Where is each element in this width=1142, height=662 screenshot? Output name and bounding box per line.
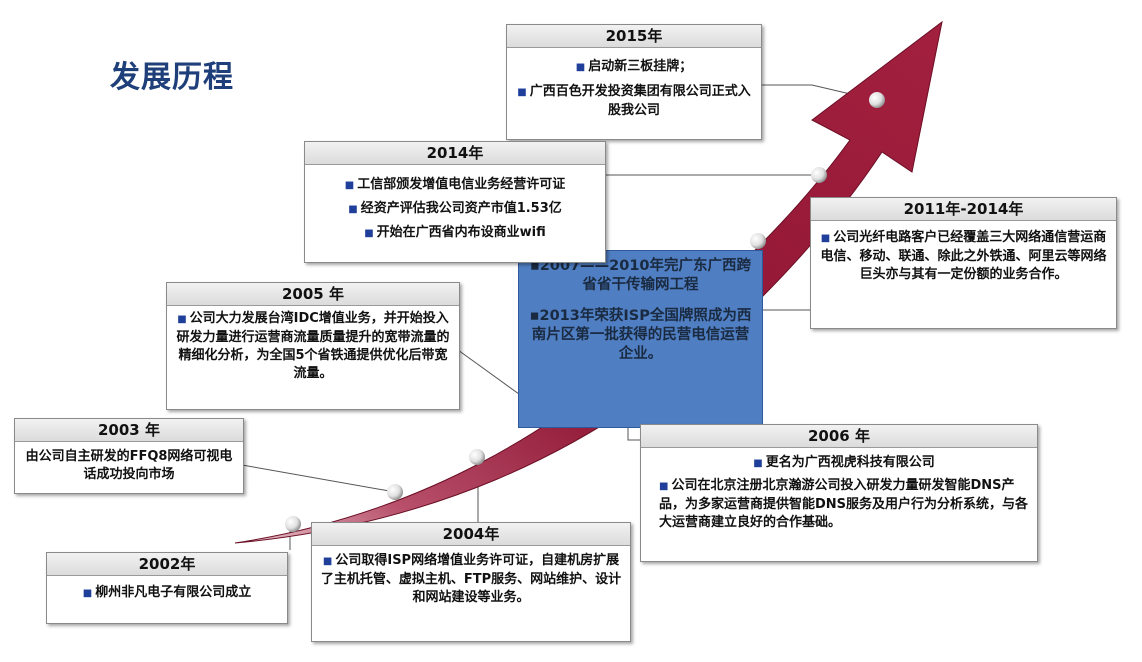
milestone-item: 经资产评估我公司资产市值1.53亿 xyxy=(360,201,562,216)
bullet-icon: ■ xyxy=(322,556,333,567)
milestone-year: 2006 年 xyxy=(641,425,1037,448)
milestone-item: 工信部颁发增值电信业务经营许可证 xyxy=(357,177,566,192)
bullet-icon: ■ xyxy=(659,481,669,492)
bullet-icon: ■ xyxy=(177,314,187,325)
milestone-item: 柳州非凡电子有限公司成立 xyxy=(95,585,252,600)
milestone-item: 更名为广西视虎科技有限公司 xyxy=(765,455,935,470)
dot-2011 xyxy=(750,233,766,249)
page-title: 发展历程 xyxy=(110,60,234,95)
milestone-year: 2005 年 xyxy=(167,283,459,306)
milestone-year: 2011年-2014年 xyxy=(811,198,1116,221)
milestone-2006: 2006 年 ■更名为广西视虎科技有限公司 ■公司在北京注册北京瀚游公司投入研发… xyxy=(640,424,1038,562)
milestone-2005: 2005 年 ■公司大力发展台湾IDC增值业务，并开始投入研发力量进行运营商流量… xyxy=(166,282,460,410)
bullet-icon: ■ xyxy=(348,204,358,215)
milestone-2014: 2014年 ■工信部颁发增值电信业务经营许可证 ■经资产评估我公司资产市值1.5… xyxy=(304,141,606,263)
bullet-icon: ■ xyxy=(753,458,763,469)
milestone-item: 广西百色开发投资集团有限公司正式入股我公司 xyxy=(529,84,751,118)
milestone-2003: 2003 年 由公司自主研发的FFQ8网络可视电话成功投向市场 xyxy=(14,418,244,494)
bullet-icon: ■ xyxy=(364,228,374,239)
center-line-2: ▪2013年荣获ISP全国牌照成为西南片区第一批获得的民营电信运营企业。 xyxy=(529,308,752,362)
milestone-2015: 2015年 ■启动新三板挂牌； ■广西百色开发投资集团有限公司正式入股我公司 xyxy=(506,24,762,140)
growth-arrow xyxy=(234,20,943,544)
milestone-item: 公司大力发展台湾IDC增值业务，并开始投入研发力量进行运营商流量质量提升的宽带流… xyxy=(176,311,450,381)
dot-2004 xyxy=(469,449,485,465)
bullet-icon: ■ xyxy=(82,588,93,599)
milestone-2004: 2004年 ■公司取得ISP网络增值业务许可证，自建机房扩展了主机托管、虚拟主机… xyxy=(311,522,631,642)
milestone-year: 2014年 xyxy=(305,142,605,165)
bullet-icon: ■ xyxy=(344,180,355,191)
dot-2003 xyxy=(387,484,403,500)
center-highlight-box: ▪2007——2010年完广东广西跨省省干传输网工程 ▪2013年荣获ISP全国… xyxy=(518,250,763,428)
milestone-year: 2015年 xyxy=(507,25,761,48)
milestone-item: 公司在北京注册北京瀚游公司投入研发力量研发智能DNS产品，为多家运营商提供智能D… xyxy=(659,478,1029,530)
milestone-year: 2004年 xyxy=(312,523,630,546)
milestone-2002: 2002年 ■柳州非凡电子有限公司成立 xyxy=(46,552,288,624)
milestone-item: 由公司自主研发的FFQ8网络可视电话成功投向市场 xyxy=(25,449,233,482)
dot-2002 xyxy=(285,516,301,532)
milestone-2011-2014: 2011年-2014年 ■公司光纤电路客户已经覆盖三大网络通信营运商电信、移动、… xyxy=(810,197,1117,329)
milestone-year: 2003 年 xyxy=(15,419,243,442)
dot-2014 xyxy=(811,167,827,183)
bullet-icon: ■ xyxy=(517,87,527,98)
milestone-item: 开始在广西省内布设商业wifi xyxy=(376,225,546,240)
bullet-icon: ■ xyxy=(820,233,831,244)
milestone-item: 公司取得ISP网络增值业务许可证，自建机房扩展了主机托管、虚拟主机、FTP服务、… xyxy=(320,553,622,605)
milestone-item: 启动新三板挂牌； xyxy=(588,59,693,74)
bullet-icon: ■ xyxy=(575,62,586,73)
milestone-year: 2002年 xyxy=(47,553,287,576)
milestone-item: 公司光纤电路客户已经覆盖三大网络通信营运商电信、移动、联通、除此之外铁通、阿里云… xyxy=(820,230,1107,282)
dot-2015 xyxy=(869,92,885,108)
